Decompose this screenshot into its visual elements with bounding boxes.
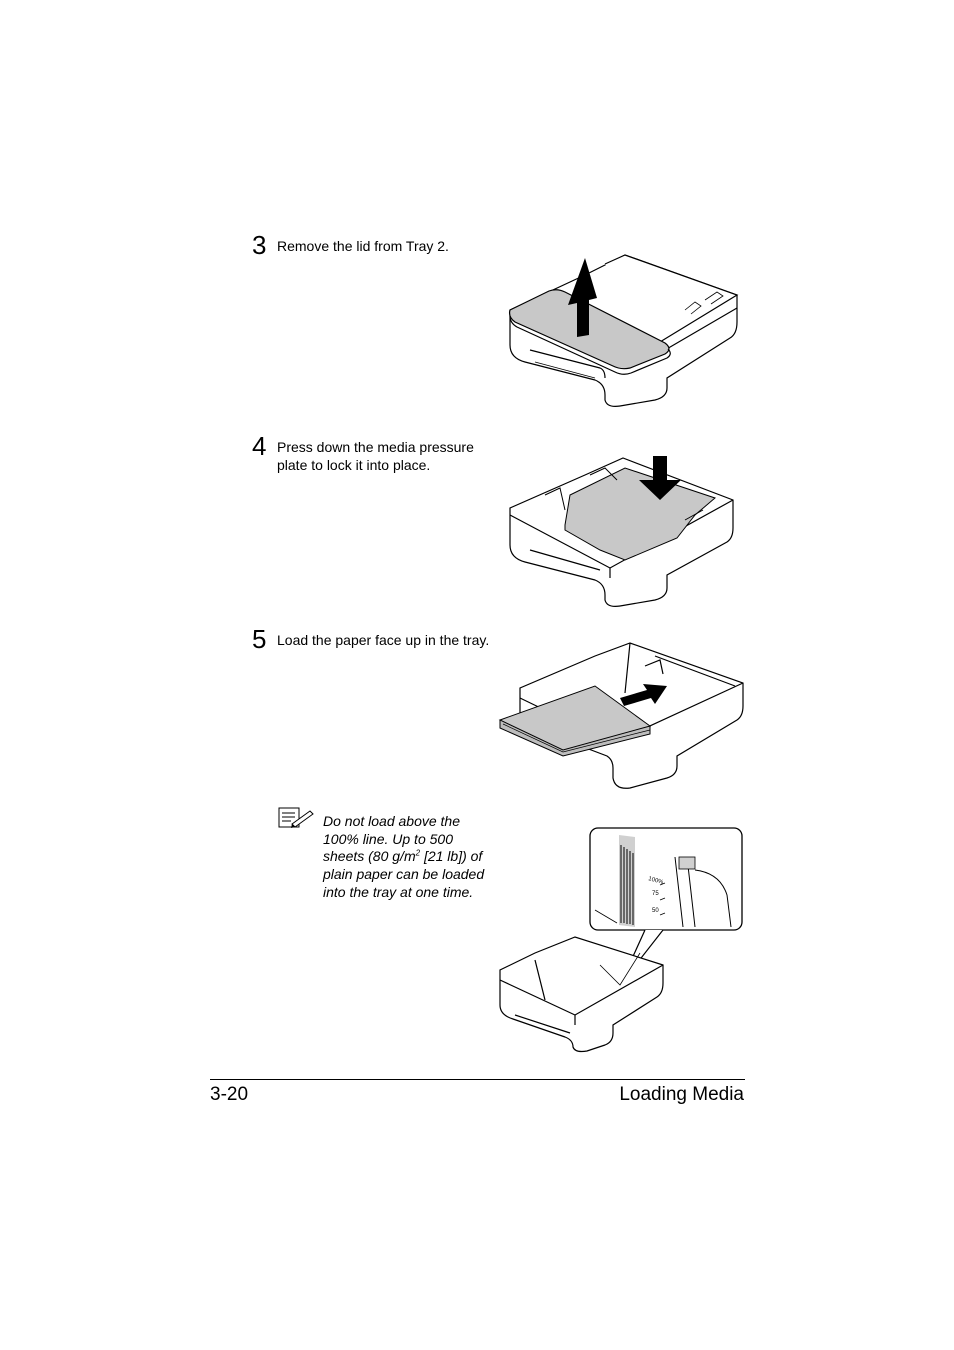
tray-lid-removal-illustration: [508, 254, 739, 407]
tray-lid: [508, 289, 671, 375]
step-4-number: 4: [252, 431, 267, 461]
note-pencil-icon: [278, 807, 314, 828]
load-paper-illustration: [498, 642, 744, 789]
gauge-label-50: 50: [652, 908, 659, 914]
tray-fill-line-illustration: 100% 75 50: [499, 827, 743, 1053]
arrow-right-icon: [620, 684, 667, 706]
page-number: 3-20: [210, 1084, 249, 1105]
step-3-text: Remove the lid from Tray 2.: [277, 238, 449, 254]
arrow-down-icon: [639, 456, 681, 500]
gauge-label-100: 100%: [647, 876, 664, 886]
step-3-number: 3: [252, 230, 267, 260]
section-title: Loading Media: [619, 1084, 744, 1105]
gauge-label-75: 75: [652, 891, 659, 897]
pressure-plate-illustration: [509, 456, 734, 607]
step-5-number: 5: [252, 624, 267, 654]
paper-stack: [498, 685, 652, 757]
gauge-detail-callout: 100% 75 50: [589, 827, 743, 931]
arrow-up-icon: [568, 258, 597, 337]
note-text: Do not load above the 100% line. Up to 5…: [323, 813, 485, 900]
step-5-text: Load the paper face up in the tray.: [277, 632, 490, 648]
step-4-text: Press down the media pressure plate to l…: [277, 439, 474, 473]
footer-rule: [210, 1079, 745, 1080]
